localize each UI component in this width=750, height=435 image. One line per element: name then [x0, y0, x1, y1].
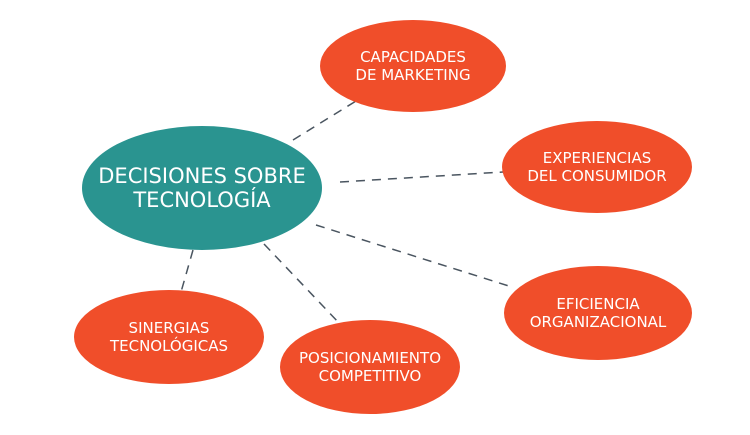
- connector-posicionamiento: [263, 243, 341, 325]
- node-eficiencia-organizacional: EFICIENCIA ORGANIZACIONAL: [504, 266, 692, 360]
- node-line1: EFICIENCIA: [556, 295, 640, 313]
- connector-marketing: [292, 100, 357, 141]
- node-line2: DEL CONSUMIDOR: [527, 167, 667, 185]
- connector-consumidor: [339, 171, 504, 183]
- node-line2: DE MARKETING: [355, 66, 471, 84]
- center-node: DECISIONES SOBRE TECNOLOGÍA: [82, 126, 322, 250]
- node-line1: POSICIONAMIENTO: [298, 349, 442, 367]
- center-line1: DECISIONES SOBRE: [98, 163, 306, 188]
- node-line1: EXPERIENCIAS: [542, 149, 652, 167]
- node-experiencias-consumidor: EXPERIENCIAS DEL CONSUMIDOR: [502, 121, 692, 213]
- connector-eficiencia: [315, 224, 513, 288]
- node-sinergias-tecnologicas: SINERGIAS TECNOLÓGICAS: [74, 290, 264, 384]
- connector-sinergias: [180, 249, 194, 293]
- node-line2: ORGANIZACIONAL: [529, 313, 667, 331]
- node-line1: SINERGIAS: [128, 319, 210, 337]
- node-line2: COMPETITIVO: [318, 367, 422, 385]
- node-posicionamiento-competitivo: POSICIONAMIENTO COMPETITIVO: [280, 320, 460, 414]
- node-line2: TECNOLÓGICAS: [109, 337, 229, 355]
- center-line2: TECNOLOGÍA: [133, 188, 271, 212]
- node-capacidades-marketing: CAPACIDADES DE MARKETING: [320, 20, 506, 112]
- node-line1: CAPACIDADES: [360, 48, 466, 66]
